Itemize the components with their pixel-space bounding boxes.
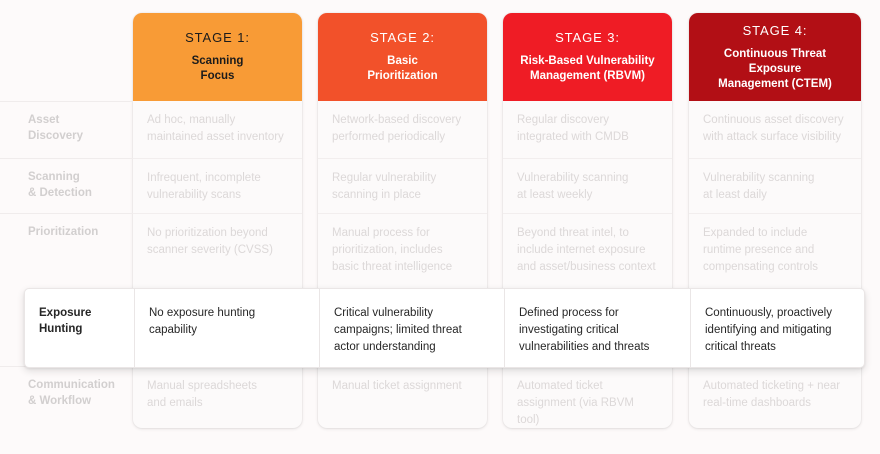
stage-name-1: Scanning Focus (191, 55, 244, 82)
stage-label-3: STAGE 3: (555, 30, 620, 45)
cell-exposure-hunting-stage1: No exposure hunting capability (134, 289, 319, 367)
cell-prioritization-stage1: No prioritization beyond scanner severit… (133, 213, 302, 288)
cell-asset-discovery-stage2: Network-based discovery performed period… (332, 114, 462, 143)
cell-communication-workflow-stage4: Automated ticketing + near real-time das… (689, 366, 861, 428)
cell-communication-workflow-stage3: Automated ticket assignment (via RBVM to… (503, 366, 672, 428)
stage-header-4: STAGE 4: Continuous Threat Exposure Mana… (689, 13, 861, 101)
cell-scanning-detection-stage2: Regular vulnerability scanning in place (318, 158, 487, 213)
cell-communication-workflow-stage1: Manual spreadsheets and emails (133, 366, 302, 428)
cell-exposure-hunting-stage3: Defined process for investigating critic… (504, 289, 690, 367)
row-label-column: Asset Discovery Scanning & Detection Pri… (0, 101, 133, 426)
stage-name-4: Continuous Threat Exposure Management (C… (718, 47, 832, 90)
row-label-scanning-detection: Scanning & Detection (0, 158, 133, 213)
cell-scanning-detection-stage3: Vulnerability scanning at least weekly (503, 158, 672, 213)
cell-exposure-hunting-stage4: Continuously, proactively identifying an… (690, 289, 864, 367)
row-label-asset-discovery: Asset Discovery (0, 101, 133, 158)
cell-asset-discovery-stage1: Ad hoc, manually maintained asset invent… (147, 114, 284, 143)
cell-prioritization-stage4: Expanded to include runtime presence and… (689, 213, 861, 288)
cell-prioritization-stage3: Beyond threat intel, to include internet… (503, 213, 672, 288)
row-label-prioritization: Prioritization (0, 213, 133, 288)
cell-communication-workflow-stage2: Manual ticket assignment (318, 366, 487, 428)
cell-asset-discovery-stage4: Continuous asset discovery with attack s… (703, 114, 844, 143)
stage-header-1: STAGE 1: Scanning Focus (133, 13, 302, 101)
cell-scanning-detection-stage4: Vulnerability scanning at least daily (689, 158, 861, 213)
cell-exposure-hunting-stage2: Critical vulnerability campaigns; limite… (319, 289, 504, 367)
cell-scanning-detection-stage1: Infrequent, incomplete vulnerability sca… (133, 158, 302, 213)
highlight-row-label: Exposure Hunting (39, 307, 92, 335)
stage-label-1: STAGE 1: (185, 30, 250, 45)
cell-asset-discovery-stage3: Regular discovery integrated with CMDB (517, 114, 629, 143)
stage-header-3: STAGE 3: Risk-Based Vulnerability Manage… (503, 13, 672, 101)
stage-header-2: STAGE 2: Basic Prioritization (318, 13, 487, 101)
stage-name-3: Risk-Based Vulnerability Management (RBV… (520, 55, 655, 82)
cell-prioritization-stage2: Manual process for prioritization, inclu… (318, 213, 487, 288)
stage-name-2: Basic Prioritization (367, 55, 438, 82)
stage-label-4: STAGE 4: (742, 22, 808, 38)
stage-label-2: STAGE 2: (370, 30, 435, 45)
highlighted-row-exposure-hunting: Exposure Hunting No exposure hunting cap… (24, 288, 865, 368)
row-label-communication-workflow: Communication & Workflow (0, 366, 133, 426)
